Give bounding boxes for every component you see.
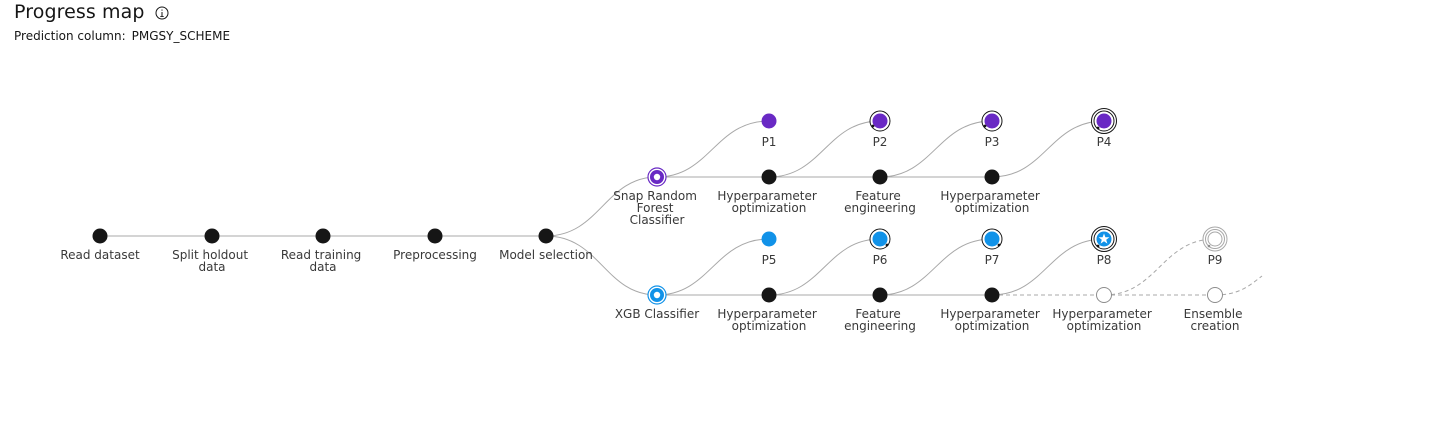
label-p4: P4 <box>1097 135 1112 149</box>
label-xgb-hpo-2: Hyperparameter optimization <box>940 307 1043 333</box>
node-snap-hpo-1[interactable] <box>761 169 777 185</box>
edge-hpo-p6 <box>768 238 881 296</box>
label-read-dataset: Read dataset <box>60 248 140 262</box>
page-title: Progress map <box>14 1 145 23</box>
label-xgb-classifier: XGB Classifier <box>615 307 699 321</box>
label-p6: P6 <box>873 253 888 267</box>
edge-fe-p3 <box>879 120 993 178</box>
edge-hpo-p9 <box>1103 238 1216 296</box>
label-split-holdout: Split holdout data <box>172 248 252 274</box>
edge-hpo-p8 <box>991 238 1105 296</box>
label-pending-hpo: Hyperparameter optimization <box>1052 307 1155 333</box>
edge-fe-p7 <box>879 238 993 296</box>
pipeline-node-p7[interactable] <box>981 228 1003 250</box>
label-snap-random-forest: Snap Random Forest Classifier <box>613 189 701 227</box>
node-pending-hpo[interactable] <box>1096 287 1112 303</box>
edge-xgb-p5 <box>656 238 770 296</box>
label-p5: P5 <box>762 253 777 267</box>
info-circle-icon[interactable] <box>155 5 169 20</box>
pipeline-node-p6[interactable] <box>869 228 891 250</box>
edge-model-to-snap <box>545 176 658 237</box>
label-p1: P1 <box>762 135 777 149</box>
node-xgb-hpo-1[interactable] <box>761 287 777 303</box>
edge-hpo-p2 <box>768 120 881 178</box>
label-p2: P2 <box>873 135 888 149</box>
node-xgb-feature-eng[interactable] <box>872 287 888 303</box>
pipeline-node-p9[interactable] <box>1202 226 1228 252</box>
pipeline-node-p8[interactable] <box>1091 226 1117 252</box>
label-p3: P3 <box>985 135 1000 149</box>
label-p9: P9 <box>1208 253 1223 267</box>
edge-snap-p1 <box>656 120 770 178</box>
node-snap-random-forest[interactable] <box>647 167 667 187</box>
label-ensemble-creation: Ensemble creation <box>1184 307 1247 333</box>
node-split-holdout[interactable] <box>204 228 220 244</box>
node-read-dataset[interactable] <box>92 228 108 244</box>
label-model-selection: Model selection <box>499 248 593 262</box>
edge-model-to-xgb <box>545 235 658 296</box>
node-xgb-classifier[interactable] <box>647 285 667 305</box>
label-snap-hpo-2: Hyperparameter optimization <box>940 189 1043 215</box>
label-p8: P8 <box>1097 253 1112 267</box>
edge-ensemble-next <box>1214 275 1263 296</box>
pipeline-node-p2[interactable] <box>869 110 891 132</box>
label-xgb-feature-eng: Feature engineering <box>844 307 916 333</box>
header: Progress map Prediction column: PMGSY_SCH… <box>14 0 230 44</box>
node-snap-feature-eng[interactable] <box>872 169 888 185</box>
star-icon <box>1098 233 1110 244</box>
node-xgb-hpo-2[interactable] <box>984 287 1000 303</box>
label-snap-feature-eng: Feature engineering <box>844 189 916 215</box>
node-snap-hpo-2[interactable] <box>984 169 1000 185</box>
label-snap-hpo-1: Hyperparameter optimization <box>717 189 820 215</box>
pipeline-node-p1[interactable] <box>761 113 777 129</box>
pipeline-node-p4[interactable] <box>1091 108 1117 134</box>
prediction-column-label: Prediction column: <box>14 29 126 43</box>
node-read-training[interactable] <box>315 228 331 244</box>
pipeline-node-p3[interactable] <box>981 110 1003 132</box>
label-p7: P7 <box>985 253 1000 267</box>
node-model-selection[interactable] <box>538 228 554 244</box>
edge-hpo-p4 <box>991 120 1105 178</box>
label-xgb-hpo-1: Hyperparameter optimization <box>717 307 820 333</box>
label-read-training: Read training data <box>281 248 365 274</box>
node-preprocessing[interactable] <box>427 228 443 244</box>
node-ensemble-creation[interactable] <box>1207 287 1223 303</box>
prediction-column: Prediction column: PMGSY_SCHEME <box>14 28 230 44</box>
pipeline-node-p5[interactable] <box>761 231 777 247</box>
label-preprocessing: Preprocessing <box>393 248 477 262</box>
prediction-column-value: PMGSY_SCHEME <box>131 29 231 43</box>
